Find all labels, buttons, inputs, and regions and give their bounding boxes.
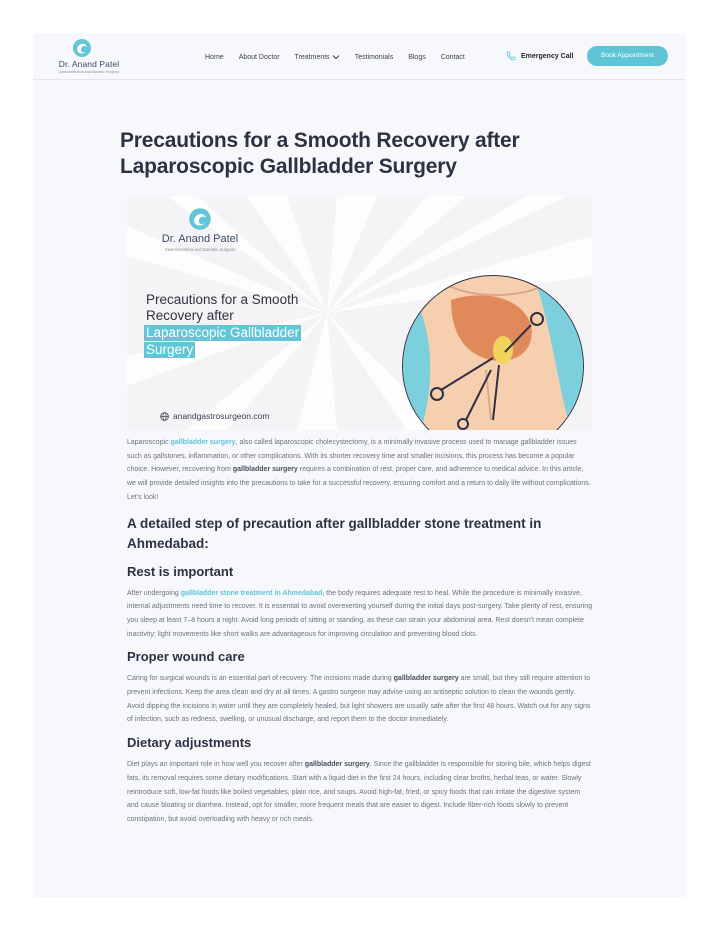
diet-text-2: . Since the gallbladder is responsible f… (127, 761, 591, 823)
wound-heading: Proper wound care (127, 649, 245, 665)
nav-about-doctor[interactable]: About Doctor (238, 53, 280, 61)
wound-paragraph: Caring for surgical wounds is an essenti… (127, 672, 593, 727)
phone-icon (506, 51, 516, 61)
diet-bold: gallbladder surgery (304, 761, 370, 769)
emergency-call-label: Emergency Call (521, 52, 574, 60)
main-nav: Home About Doctor Treatments Testimonial… (205, 51, 480, 63)
wound-bold: gallbladder surgery (393, 675, 459, 683)
hero-headline: Precautions for a Smooth Recovery after (146, 292, 336, 324)
hero-line-1: Precautions for a Smooth (146, 292, 299, 307)
hero-logo-subtitle: Gastrointestinal and Bariatric Surgeon (164, 247, 236, 252)
hero-website: anandgastrosurgeon.com (160, 411, 269, 421)
logo-mark-icon (73, 39, 91, 57)
logo-subtitle: Gastrointestinal and Bariatric Surgeon (58, 70, 120, 74)
globe-icon (160, 411, 169, 421)
nav-home[interactable]: Home (205, 53, 224, 61)
hero-line-2: Recovery after (146, 308, 234, 323)
chevron-down-icon (332, 55, 340, 60)
article-body: Laparoscopic gallbladder surgery, also c… (127, 436, 593, 827)
nav-blogs[interactable]: Blogs (408, 53, 426, 61)
intro-text-2: , also called laparoscopic cholecystecto… (127, 439, 577, 474)
hero-image: Dr. Anand Patel Gastrointestinal and Bar… (127, 196, 592, 430)
nav-treatments-label: Treatments (294, 53, 330, 61)
hero-website-label: anandgastrosurgeon.com (173, 411, 270, 421)
book-appointment-button[interactable]: Book Appointment (587, 46, 668, 66)
page-title: Precautions for a Smooth Recovery after … (120, 129, 520, 178)
hero-logo-name: Dr. Anand Patel (161, 233, 239, 245)
nav-contact[interactable]: Contact (440, 53, 465, 61)
logo[interactable]: Dr. Anand Patel Gastrointestinal and Bar… (49, 38, 129, 76)
intro-text-1: Laparoscopic (127, 439, 171, 446)
rest-text-2: , the body requires adequate rest to hea… (127, 589, 593, 638)
wound-text-1: Caring for surgical wounds is an essenti… (127, 675, 394, 683)
rest-heading: Rest is important (127, 563, 234, 579)
surgery-illustration (402, 275, 584, 430)
hero-highlight-1: Laparoscopic Gallbladder (144, 325, 302, 341)
hero-highlight-2: Surgery (144, 342, 196, 358)
emergency-call-link[interactable]: Emergency Call (506, 49, 574, 63)
nav-treatments[interactable]: Treatments (295, 51, 340, 63)
intro-paragraph: Laparoscopic gallbladder surgery, also c… (127, 436, 593, 505)
rest-paragraph: After undergoing gallbladder stone treat… (127, 587, 593, 642)
logo-name: Dr. Anand Patel (58, 59, 120, 69)
site-header: Dr. Anand Patel Gastrointestinal and Bar… (33, 33, 686, 80)
wound-text-2: are small, but they still require attent… (127, 675, 591, 724)
hero-logo-mark-icon (189, 208, 211, 230)
nav-testimonials[interactable]: Testimonials (354, 53, 394, 61)
diet-heading: Dietary adjustments (127, 735, 252, 751)
gallbladder-stone-treatment-link[interactable]: gallbladder stone treatment in Ahmedabad (180, 589, 323, 597)
intro-text-3: requires a combination of rest, proper c… (127, 466, 591, 501)
section-heading: A detailed step of precaution after gall… (127, 515, 542, 551)
page: Dr. Anand Patel Gastrointestinal and Bar… (33, 33, 686, 897)
diet-paragraph: Diet plays an important role in how well… (127, 758, 593, 827)
intro-bold: gallbladder surgery (232, 466, 298, 474)
hero-background-rays (127, 196, 592, 430)
diet-text-1: Diet plays an important role in how well… (127, 761, 305, 769)
gallbladder-surgery-link[interactable]: gallbladder surgery (170, 439, 236, 446)
rest-text-1: After undergoing (127, 589, 181, 597)
